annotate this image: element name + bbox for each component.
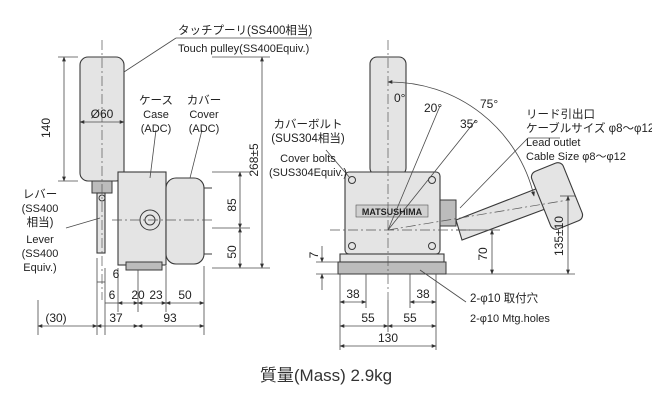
label-cover-bolts-jp: カバーボルト <box>274 118 343 131</box>
dim-6a: 6 <box>113 267 120 281</box>
label-lead-outlet-jp2: ケーブルサイズ φ8〜φ12 <box>526 121 652 135</box>
dim-70: 70 <box>476 247 490 261</box>
mass-label: 質量(Mass) 2.9kg <box>260 366 392 385</box>
label-lead-outlet-jp1: リード引出口 <box>526 107 595 121</box>
dim-85: 85 <box>225 198 239 212</box>
dim-60: Ø60 <box>91 107 114 121</box>
label-lever-jp2: (SS400 <box>22 203 59 215</box>
cover-bolt <box>348 176 356 184</box>
dim-55b: 55 <box>403 311 417 325</box>
dim-6b: 6 <box>109 288 116 302</box>
label-lever-jp3: 相当) <box>27 215 54 229</box>
dim-30: (30) <box>45 311 66 325</box>
cable-gland <box>439 199 457 227</box>
angle-20: 20° <box>424 101 442 115</box>
label-lever-en2: (SS400 <box>22 248 59 260</box>
dim-7: 7 <box>307 251 321 258</box>
label-lead-outlet-en1: Lead outlet <box>526 137 580 149</box>
angle-0: 0° <box>394 91 406 105</box>
label-lead-outlet-en2: Cable Size φ8〜φ12 <box>526 151 626 163</box>
label-cover-bolts-en: Cover bolts <box>280 153 336 165</box>
label-lever-jp1: レバー <box>23 188 58 201</box>
front-view: MATSUSHIMA 0° 20° 35° 75° 7 <box>269 40 652 350</box>
label-holes-jp: 2-φ10 取付穴 <box>470 291 539 305</box>
dim-93: 93 <box>163 311 177 325</box>
label-touch-pulley-en: Touch pulley(SS400Equiv.) <box>178 43 309 55</box>
label-holes-en: 2-φ10 Mtg.holes <box>470 313 550 325</box>
side-view: 140 Ø60 268±5 85 50 6 6 20 23 50 <box>22 23 312 335</box>
label-lever-en1: Lever <box>26 234 54 246</box>
dim-50h: 50 <box>178 288 192 302</box>
cover-bolt <box>428 242 436 250</box>
angle-75: 75° <box>480 97 498 111</box>
dim-37: 37 <box>109 311 123 325</box>
dim-55a: 55 <box>361 311 375 325</box>
label-lever-en3: Equiv.) <box>23 262 56 274</box>
label-case-jp: ケース <box>139 94 173 107</box>
label-case-mat: (ADC) <box>141 123 172 135</box>
dim-50v: 50 <box>225 245 239 259</box>
cover-side <box>165 177 205 265</box>
dim-140: 140 <box>39 118 53 138</box>
label-touch-pulley-jp: タッチプーリ(SS400相当) <box>178 23 312 37</box>
dim-130: 130 <box>378 331 398 345</box>
cover-bolt <box>348 242 356 250</box>
label-case-en: Case <box>143 109 169 121</box>
dim-38b: 38 <box>416 287 430 301</box>
mounting-base <box>337 261 447 275</box>
dim-23: 23 <box>149 288 163 302</box>
label-cover-mat: (ADC) <box>189 123 220 135</box>
angle-35: 35° <box>460 117 478 131</box>
case-side <box>117 171 167 266</box>
label-cover-jp: カバー <box>187 94 222 107</box>
brand-label: MATSUSHIMA <box>362 207 423 217</box>
label-cover-en: Cover <box>189 109 219 121</box>
label-cover-bolts-en2: (SUS304Equiv.) <box>269 167 347 179</box>
dim-135: 135±10 <box>552 216 566 256</box>
label-cover-bolts-jp2: (SUS304相当) <box>271 131 345 145</box>
dim-20: 20 <box>131 288 145 302</box>
dim-38a: 38 <box>346 287 360 301</box>
dim-268: 268±5 <box>247 143 261 177</box>
lever-arm <box>96 192 106 254</box>
